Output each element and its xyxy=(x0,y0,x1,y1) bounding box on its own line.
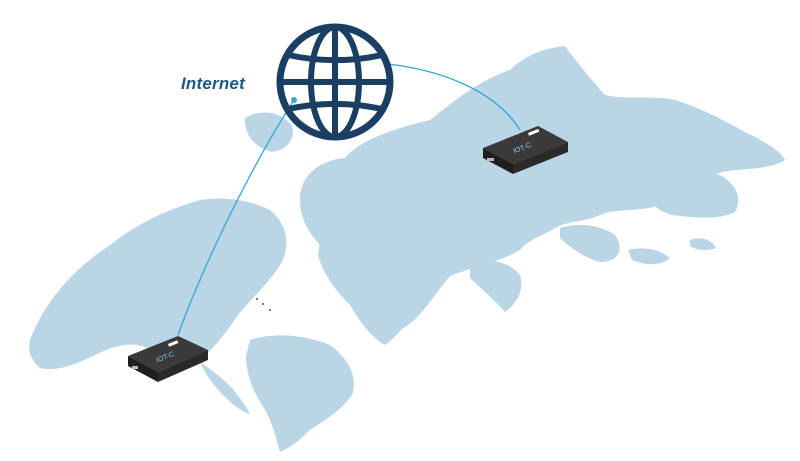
link-globe-americas xyxy=(177,99,295,336)
landmass-greenland xyxy=(244,112,293,152)
landmass-north-america xyxy=(29,198,287,370)
landmass-south-america xyxy=(246,335,354,452)
landmass-africa xyxy=(318,237,419,345)
link-globe-asia xyxy=(387,63,521,131)
caribbean-dot xyxy=(262,303,264,305)
internet-label: Internet xyxy=(181,74,245,93)
landmass-southeast-asia xyxy=(560,224,620,262)
globe-icon xyxy=(276,23,394,141)
link-endpoint-dot xyxy=(291,97,297,103)
router-device-icon: IOT-C xyxy=(128,336,208,382)
landmass-islands xyxy=(628,238,716,265)
landmass-eurasia xyxy=(300,46,785,330)
landmass-south-asia xyxy=(470,260,522,312)
landmass-central-america xyxy=(200,362,250,414)
router-device-icon: IOT-C xyxy=(483,126,568,174)
landmass-australia xyxy=(640,170,739,218)
caribbean-dot xyxy=(256,298,258,300)
caribbean-dot xyxy=(269,309,271,311)
